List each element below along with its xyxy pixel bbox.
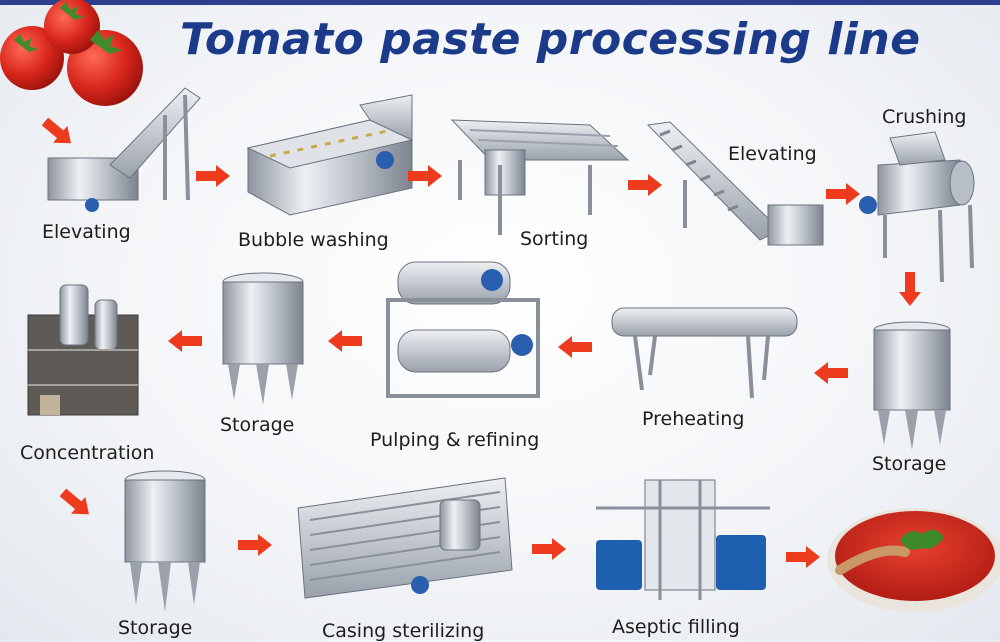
elevating-conveyor-machine xyxy=(47,87,201,212)
arrow-pulping-to-storage xyxy=(328,330,362,352)
stage-label-pulping-refining: Pulping & refining xyxy=(370,429,540,451)
casing-sterilizer-machine xyxy=(297,477,513,599)
stage-label-storage-bottom: Storage xyxy=(118,617,193,639)
concentration-evaporator xyxy=(27,284,139,416)
stage-label-elevating-1: Elevating xyxy=(42,221,131,243)
stage-label-preheating: Preheating xyxy=(642,408,745,430)
arrow-preheating-to-pulping xyxy=(558,336,592,358)
stage-label-storage-middle: Storage xyxy=(220,414,295,436)
arrow-sterilizing-to-filling xyxy=(532,538,566,560)
arrow-elevating-to-washing xyxy=(196,165,230,187)
stage-label-storage-right: Storage xyxy=(872,453,947,475)
storage-tank-right xyxy=(873,321,951,450)
arrow-washing-to-sorting xyxy=(408,165,442,187)
arrow-concentration-to-storage xyxy=(55,484,97,523)
bubble-washing-machine xyxy=(246,94,414,216)
arrow-crushing-to-storage xyxy=(899,272,921,306)
arrow-sorting-to-elevating xyxy=(628,174,662,196)
arrow-filling-to-paste xyxy=(786,546,820,568)
storage-tank-bottom xyxy=(124,470,206,612)
aseptic-filling-machine xyxy=(596,479,770,600)
stage-label-crushing: Crushing xyxy=(882,106,967,128)
stage-label-aseptic-filling: Aseptic filling xyxy=(612,616,740,638)
sorting-machine xyxy=(450,119,630,235)
stage-label-sorting: Sorting xyxy=(520,228,589,250)
storage-tank-middle xyxy=(222,272,304,405)
arrow-storage-to-concentration xyxy=(168,330,202,352)
arrow-elevating-to-crushing xyxy=(826,183,860,205)
preheating-tube-machine xyxy=(611,307,798,399)
arrow-storage-to-preheating xyxy=(814,362,848,384)
tomatoes-image xyxy=(0,0,143,106)
stage-label-elevating-2: Elevating xyxy=(728,143,817,165)
crushing-machine xyxy=(859,131,975,283)
arrow-tomatoes-to-elevating xyxy=(37,113,79,152)
stage-label-concentration: Concentration xyxy=(20,442,155,464)
tomato-paste-bowl-image xyxy=(827,508,1000,612)
page-title: Tomato paste processing line xyxy=(180,14,921,65)
pulping-refining-machine xyxy=(386,261,540,398)
stage-label-bubble-washing: Bubble washing xyxy=(238,229,389,251)
arrow-storage-to-sterilizing xyxy=(238,534,272,556)
elevating-scraper-machine xyxy=(646,121,824,246)
top-border xyxy=(0,0,1000,5)
stage-label-casing-sterilizing: Casing sterilizing xyxy=(322,620,485,642)
